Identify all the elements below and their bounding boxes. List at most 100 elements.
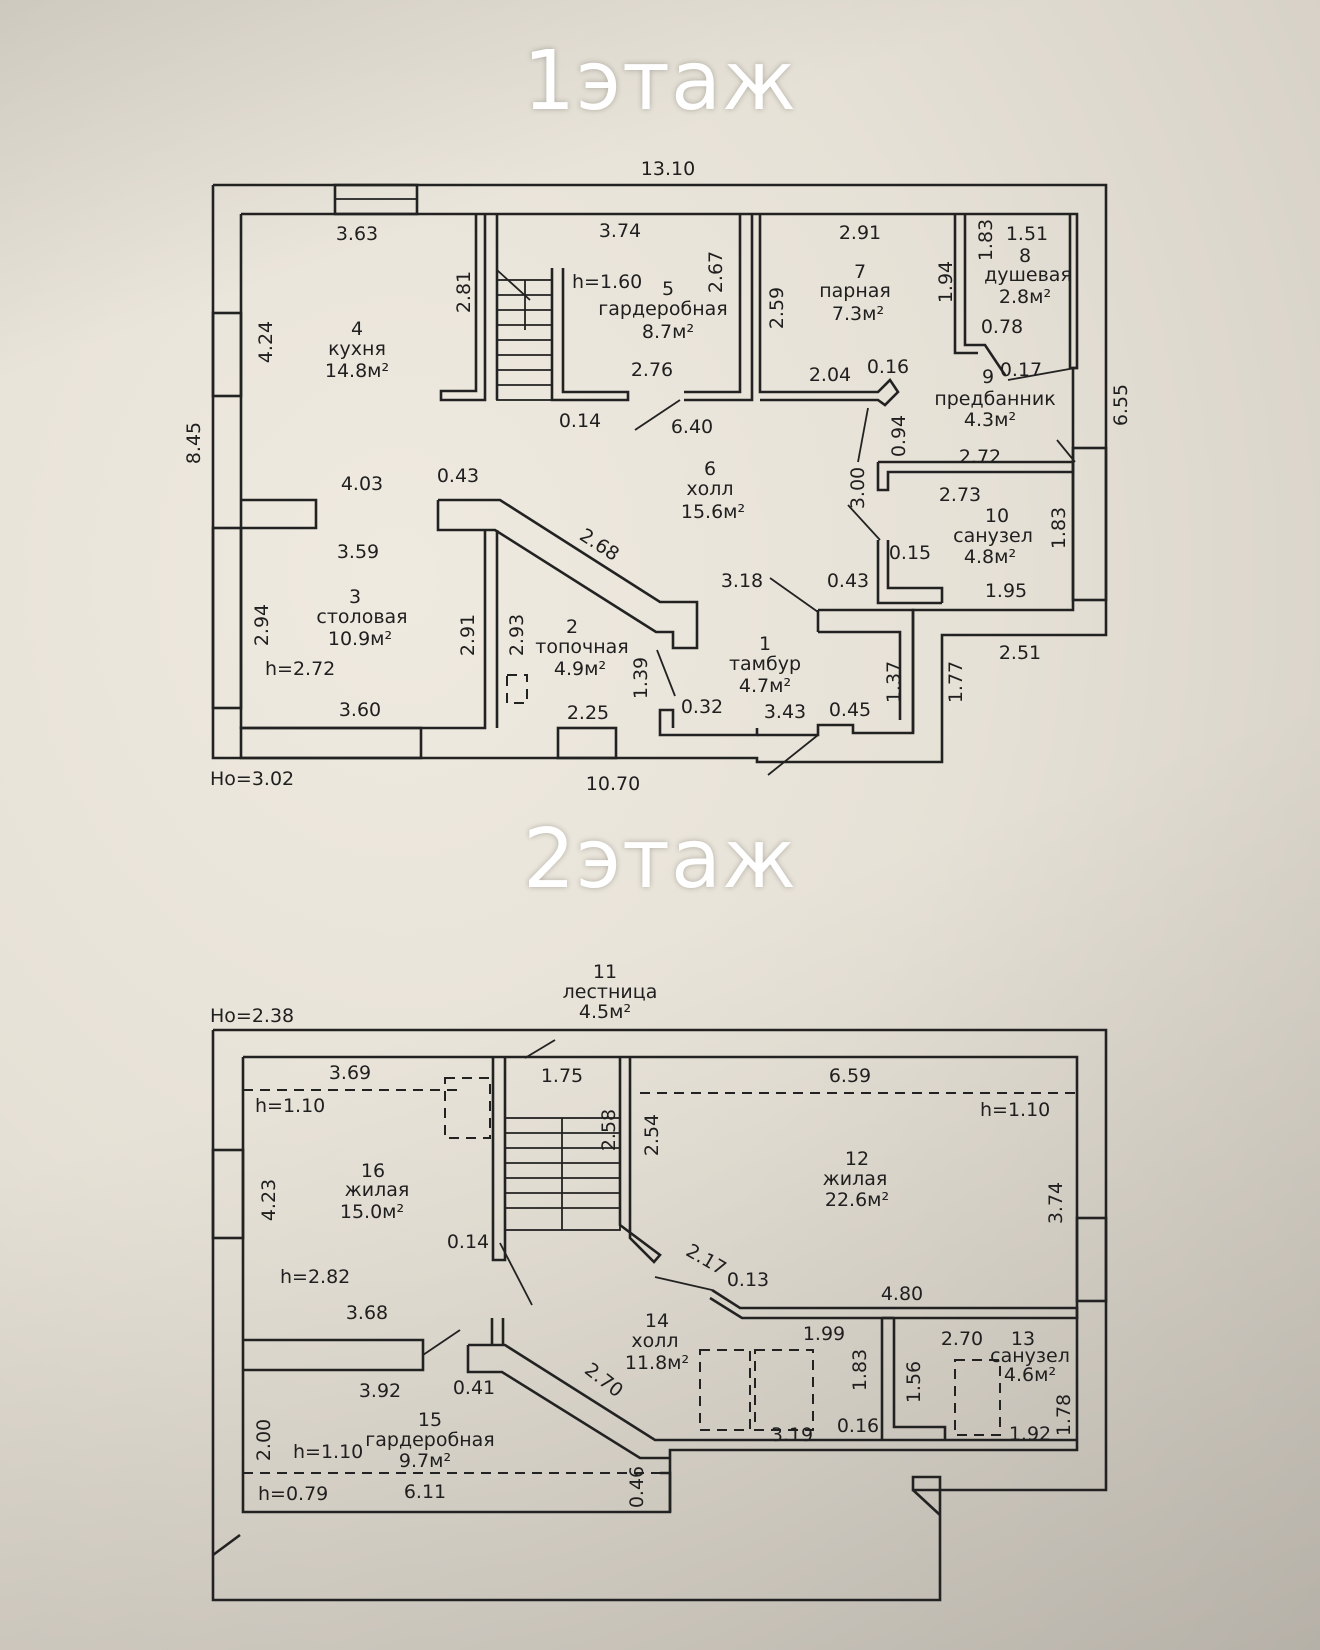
f1-dim: 4.24 xyxy=(255,321,277,363)
f2-dim: 0.16 xyxy=(837,1415,879,1437)
f1-height-wardrobe: h=1.60 xyxy=(572,271,642,293)
f1-door-swing-8 xyxy=(767,734,819,776)
f2-dim: 3.19 xyxy=(771,1424,813,1446)
f2-dim: 2.70 xyxy=(941,1328,983,1350)
f1-room1-name: тамбур xyxy=(729,653,801,675)
f1-dim: 1.83 xyxy=(1048,507,1070,549)
f1-dim-bottom: 10.70 xyxy=(586,773,640,795)
f1-dim: 2.94 xyxy=(251,604,273,646)
f2-outer-wall-outer xyxy=(211,1028,1108,1602)
f1-room2-name: топочная xyxy=(535,636,628,658)
f2-dim: 2.70 xyxy=(580,1359,627,1402)
f1-window-left-2 xyxy=(211,526,243,710)
f2-dim: 3.68 xyxy=(346,1302,388,1324)
f1-room6-name: холл xyxy=(686,478,733,500)
f2-dim: 1.75 xyxy=(541,1065,583,1087)
f1-room4-num: 4 xyxy=(351,318,363,340)
f1-dim: 2.72 xyxy=(959,446,1001,468)
f2-height: h=1.10 xyxy=(255,1095,325,1117)
f1-dim: 0.17 xyxy=(1000,359,1042,381)
f2-fixture-4 xyxy=(954,1359,1001,1436)
f2-dim: 1.92 xyxy=(1009,1423,1051,1445)
f1-dim: 2.59 xyxy=(766,287,788,329)
f1-dim-left: 8.45 xyxy=(183,422,205,464)
f2-dim: 3.69 xyxy=(329,1062,371,1084)
f1-dim: 1.77 xyxy=(945,661,967,703)
f2-room15-area: 9.7м² xyxy=(399,1450,451,1472)
f2-dim: 1.56 xyxy=(903,1361,925,1403)
f2-room15-name: гардеробная xyxy=(365,1429,494,1451)
f1-dim: 2.67 xyxy=(705,251,727,293)
f1-door-swing-2 xyxy=(857,407,869,463)
f1-dim: 2.91 xyxy=(839,222,881,244)
f2-room11-name: лестница xyxy=(563,981,658,1003)
f1-door-swing-7 xyxy=(656,649,676,697)
f1-dim: 2.76 xyxy=(631,359,673,381)
f1-dim: 2.25 xyxy=(567,702,609,724)
f1-room5-num: 5 xyxy=(662,278,674,300)
f1-window-left-1 xyxy=(211,311,243,398)
f2-height: h=2.82 xyxy=(280,1266,350,1288)
f1-dim: 1.83 xyxy=(975,219,997,261)
f1-inner-left xyxy=(239,214,420,730)
f2-dim: 2.00 xyxy=(253,1419,275,1461)
f2-ho: Ho=2.38 xyxy=(210,1005,294,1027)
f2-room14-num: 14 xyxy=(645,1310,669,1332)
f1-window-bottom-1 xyxy=(239,726,423,760)
f1-dim: 4.03 xyxy=(341,473,383,495)
f1-room5-name: гардеробная xyxy=(598,298,727,320)
f1-room8-name: душевая xyxy=(984,264,1072,286)
f2-dim: 2.58 xyxy=(598,1109,620,1151)
f1-room6-area: 15.6м² xyxy=(681,501,745,523)
f1-dim: 2.91 xyxy=(457,614,479,656)
f1-dim: 0.94 xyxy=(888,415,910,457)
f2-fixture-2 xyxy=(699,1349,751,1431)
f2-window-right xyxy=(1075,1216,1108,1303)
f1-dim: 3.60 xyxy=(339,699,381,721)
f2-height: h=1.10 xyxy=(980,1099,1050,1121)
f2-room16-name: жилая xyxy=(345,1179,410,1201)
f1-room1-num: 1 xyxy=(759,633,771,655)
f2-dim: 2.17 xyxy=(682,1240,730,1280)
f1-dim: 3.18 xyxy=(721,570,763,592)
f2-dim: 1.83 xyxy=(849,1349,871,1391)
f2-dim: 6.59 xyxy=(829,1065,871,1087)
f2-dim: 4.23 xyxy=(258,1179,280,1221)
f2-room13-name: санузел xyxy=(990,1345,1070,1367)
f1-dim: 0.14 xyxy=(559,410,601,432)
f2-room12-area: 22.6м² xyxy=(825,1189,889,1211)
f1-dim: 3.59 xyxy=(337,541,379,563)
f1-dim: 3.63 xyxy=(336,223,378,245)
f1-room3-area: 10.9м² xyxy=(328,628,392,650)
f2-dim: 1.78 xyxy=(1053,1394,1075,1436)
f1-room10-name: санузел xyxy=(953,525,1033,547)
f2-room11-area: 4.5м² xyxy=(579,1001,631,1023)
f2-roof-slope xyxy=(212,1533,241,1557)
f2-stairs xyxy=(504,1117,621,1231)
f2-room13-num: 13 xyxy=(1011,1328,1035,1350)
f1-dim: 3.43 xyxy=(764,701,806,723)
f1-dim: 1.39 xyxy=(630,657,652,699)
f1-dim: 2.93 xyxy=(506,614,528,656)
f1-dim: 1.37 xyxy=(883,661,905,703)
f2-dim: 0.41 xyxy=(453,1377,495,1399)
f2-room16-area: 15.0м² xyxy=(340,1201,404,1223)
f1-window-bottom-2 xyxy=(556,726,618,760)
f1-room2-num: 2 xyxy=(566,616,578,638)
f1-dim-right: 6.55 xyxy=(1110,384,1132,426)
f2-dim: 6.11 xyxy=(404,1481,446,1503)
f2-dim: 0.14 xyxy=(447,1231,489,1253)
f1-dim: 1.95 xyxy=(985,580,1027,602)
f1-room7-area: 7.3м² xyxy=(832,303,884,325)
f2-room11-num: 11 xyxy=(593,961,617,983)
f2-height: h=1.10 xyxy=(293,1441,363,1463)
f1-room9-area: 4.3м² xyxy=(964,409,1016,431)
f2-outer-wall-inner xyxy=(241,1055,1079,1514)
f1-dim: 2.73 xyxy=(939,484,981,506)
f2-room14-name: холл xyxy=(631,1330,678,1352)
f1-dim: 2.04 xyxy=(809,364,851,386)
f2-dim: 1.99 xyxy=(803,1323,845,1345)
f2-dim: 3.92 xyxy=(359,1380,401,1402)
f1-room3-num: 3 xyxy=(349,586,361,608)
